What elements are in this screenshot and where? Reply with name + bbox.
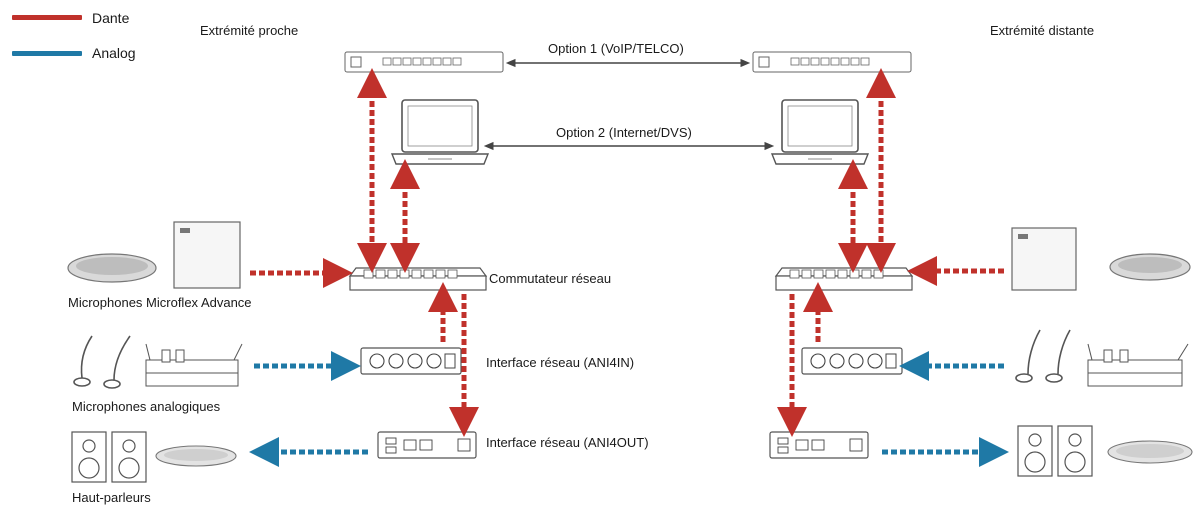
near-ceiling-speaker [155, 445, 237, 467]
near-wireless-receiver [145, 343, 243, 387]
far-ceiling-microphone [1011, 227, 1077, 291]
far-end-heading: Extrémité distante [990, 23, 1095, 38]
analog-mics-label: Microphones analogiques [72, 399, 221, 414]
near-codec-device [344, 51, 504, 73]
near-laptop [390, 99, 490, 165]
far-analog-microphones [1015, 329, 1071, 383]
ani4in-label: Interface réseau (ANI4IN) [486, 355, 635, 370]
far-codec-device [752, 51, 912, 73]
far-loudspeakers [1017, 425, 1093, 477]
near-loudspeakers [71, 431, 147, 483]
legend-analog-label: Analog [92, 45, 136, 61]
near-ani4in-device [360, 347, 462, 375]
legend-dante-label: Dante [92, 10, 130, 26]
near-ani4out-device [377, 431, 477, 459]
near-analog-microphones [73, 335, 131, 389]
far-ceiling-speaker [1107, 440, 1193, 464]
switch-label: Commutateur réseau [489, 271, 612, 286]
far-laptop [770, 99, 870, 165]
far-ani4out-device [769, 431, 869, 459]
far-network-switch [774, 267, 914, 291]
legend-dante-line [12, 15, 82, 20]
option2-label: Option 2 (Internet/DVS) [556, 125, 692, 140]
legend-analog-line [12, 51, 82, 56]
ani4out-label: Interface réseau (ANI4OUT) [486, 435, 649, 450]
far-wireless-receiver [1087, 343, 1189, 387]
speakers-label: Haut-parleurs [72, 490, 151, 505]
mx-mics-label: Microphones Microflex Advance [68, 295, 252, 310]
far-ani4in-device [801, 347, 903, 375]
near-boundary-microphone [67, 253, 157, 283]
far-boundary-microphone [1109, 253, 1191, 281]
option1-label: Option 1 (VoIP/TELCO) [548, 41, 684, 56]
near-network-switch [348, 267, 488, 291]
near-ceiling-microphone [173, 221, 241, 289]
near-end-heading: Extrémité proche [200, 23, 299, 38]
